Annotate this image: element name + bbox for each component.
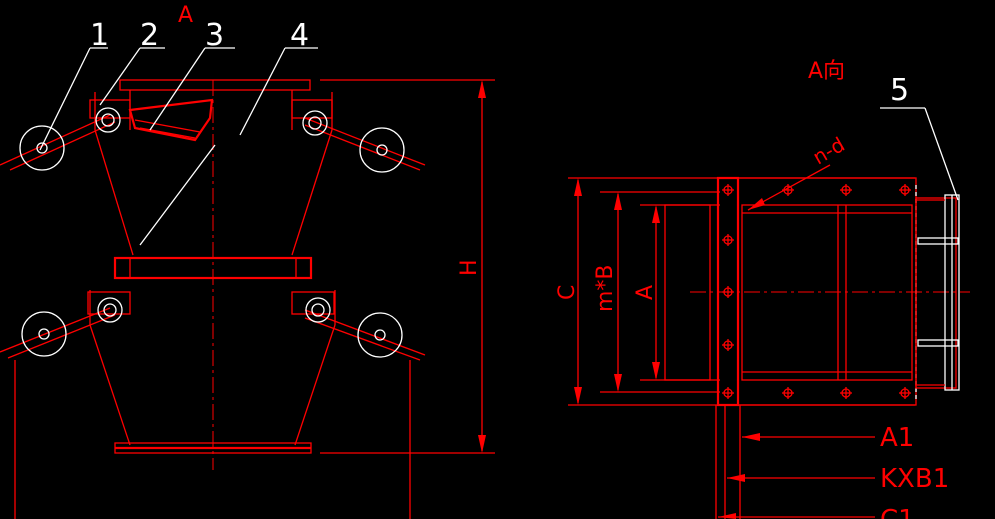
part-label-1: 1 [90, 18, 109, 53]
dim-mb-label: m*B [593, 264, 618, 312]
part-label-4: 4 [290, 18, 309, 53]
ref-c1-label: C1 [880, 505, 915, 519]
upper-flap [128, 98, 214, 142]
hole-spec-label: n-d [809, 132, 849, 169]
part-leaders [39, 47, 318, 151]
dim-c-label: C [555, 285, 580, 300]
part-label-3: 3 [205, 18, 224, 53]
ref-kxb1-label: KXB1 [880, 464, 949, 494]
upper-hopper [89, 90, 333, 256]
dim-a-label: A [633, 285, 658, 300]
side-view-a [568, 107, 970, 519]
view-a-direction-label: A向 [808, 59, 845, 84]
part-label-5: 5 [890, 73, 909, 108]
top-flange [119, 79, 311, 91]
end-cap [915, 185, 960, 400]
ref-a1-label: A1 [880, 423, 914, 453]
lower-left-counterweight [0, 297, 123, 519]
dim-h [320, 79, 495, 454]
upper-left-counterweight [0, 107, 121, 171]
lower-right-counterweight [304, 297, 426, 519]
part-label-2: 2 [140, 18, 159, 53]
middle-flange [113, 256, 313, 280]
view-a-mark: A [178, 3, 193, 28]
upper-right-counterweight [302, 110, 426, 173]
front-view [0, 47, 495, 519]
dim-h-label: H [457, 259, 482, 276]
lower-hopper [87, 290, 336, 446]
